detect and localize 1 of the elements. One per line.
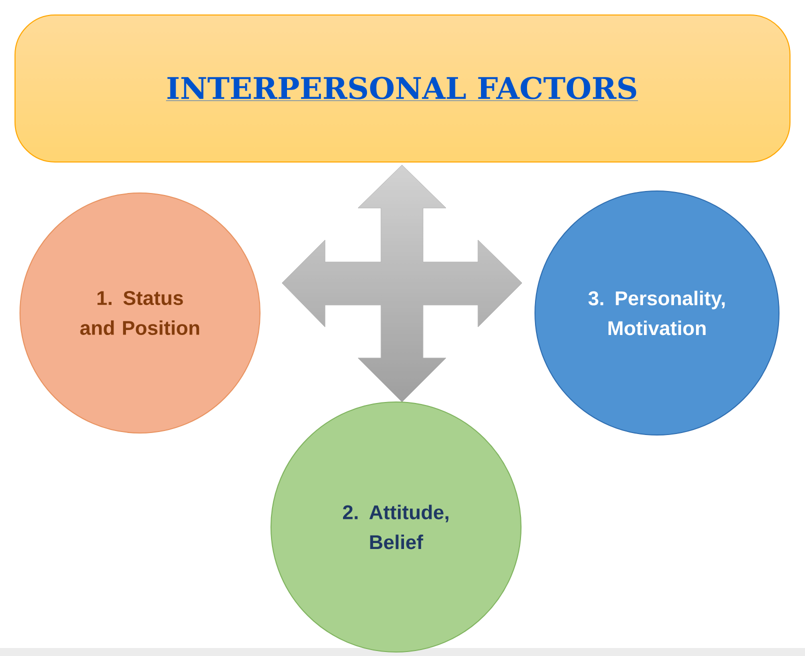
title-banner: INTERPERSONAL FACTORS — [14, 14, 790, 162]
